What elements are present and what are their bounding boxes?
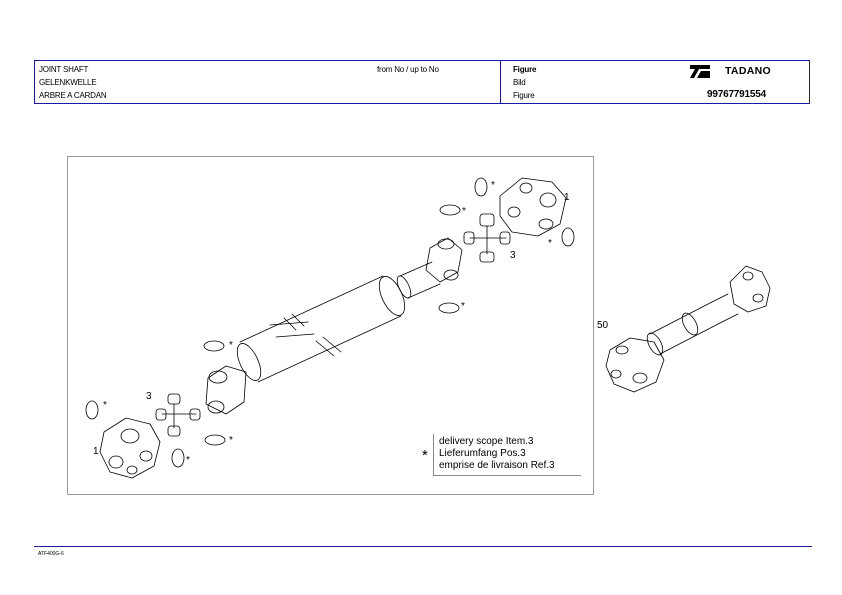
exploded-view-frame [67,156,594,495]
title-de: GELENKWELLE [39,78,97,87]
figure-label-de: Bild [513,78,526,87]
tadano-logo-icon [690,65,710,78]
legend-box [433,434,581,476]
star-marker: * [229,340,233,351]
star-marker: * [462,206,466,217]
snap-rings [85,177,575,468]
title-en: JOINT SHAFT [39,65,89,74]
callout-item-3-top: 3 [510,250,516,261]
figure-label-en: Figure [513,65,537,74]
spider-right [463,213,511,263]
star-marker: * [491,180,495,191]
title-block-divider [500,61,501,103]
legend-line-de: Lieferumfang Pos.3 [439,448,526,459]
range-label: from No / up to No [377,65,439,74]
callout-item-1-top: 1 [564,192,570,203]
legend-line-fr: emprise de livraison Ref.3 [439,460,555,471]
callout-item-1-left: 1 [93,446,99,457]
assembled-shaft [605,265,771,393]
tube-yoke-left [205,365,247,415]
legend-line-en: delivery scope Item.3 [439,436,534,447]
star-marker: * [229,435,233,446]
callout-item-3-left: 3 [146,391,152,402]
spider-left [155,393,201,437]
title-block: JOINT SHAFT GELENKWELLE ARBRE A CARDAN f… [34,60,810,104]
brand-name: TADANO [725,65,771,77]
footer-code: ATF400G-6 [38,551,64,557]
title-fr: ARBRE A CARDAN [39,91,107,100]
document-number: 99767791554 [707,89,766,100]
star-marker: * [548,238,552,249]
star-marker: * [186,455,190,466]
callout-assembly-50: 50 [597,320,609,331]
legend-star: * [422,447,428,464]
flange-yoke-left [99,417,161,479]
star-marker: * [461,301,465,312]
star-marker: * [103,400,107,411]
tube-yoke-right [425,237,463,283]
footer-rule [34,546,812,547]
figure-label-fr: Figure [513,91,535,100]
shaft-tube [236,261,441,383]
flange-yoke-right [499,177,567,237]
